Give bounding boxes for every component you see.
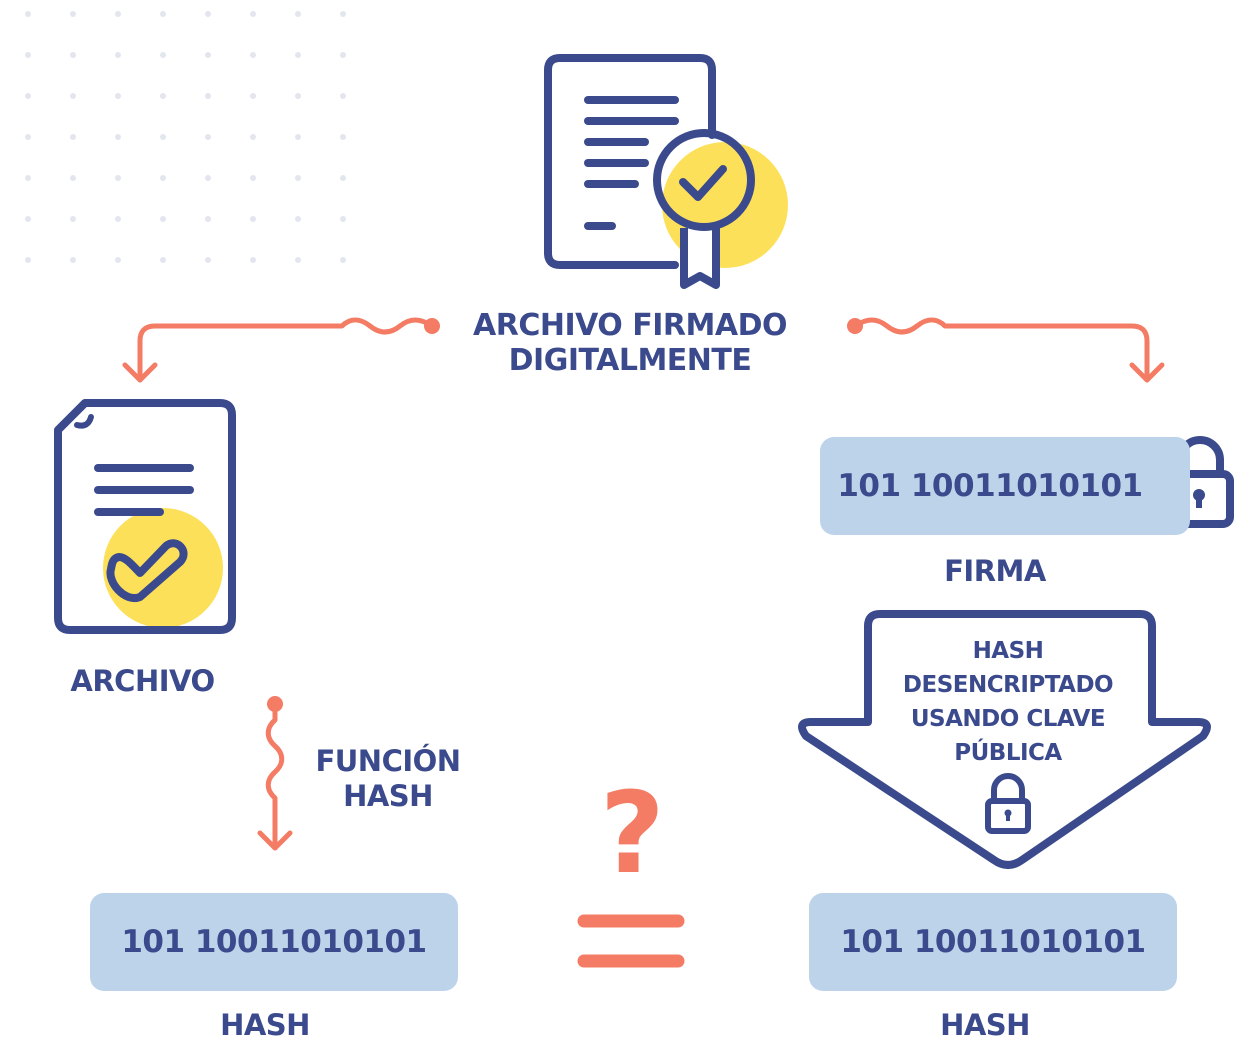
grid-dot	[25, 11, 31, 17]
grid-dot	[160, 216, 166, 222]
grid-dot	[205, 134, 211, 140]
file-document-icon	[54, 399, 236, 634]
grid-dot	[25, 175, 31, 181]
grid-dot	[115, 175, 121, 181]
grid-dot	[160, 52, 166, 58]
grid-dot	[340, 52, 346, 58]
grid-dot	[340, 175, 346, 181]
title-line-1: ARCHIVO FIRMADO	[473, 308, 787, 343]
grid-dot	[115, 134, 121, 140]
grid-dot	[205, 93, 211, 99]
right-hash-label: HASH	[940, 1008, 1030, 1041]
grid-dot	[70, 175, 76, 181]
question-mark: ?	[599, 769, 665, 899]
grid-dot	[295, 93, 301, 99]
grid-dot	[115, 257, 121, 263]
hash-function-label: FUNCIÓN HASH	[300, 744, 476, 814]
decrypt-description: HASH DESENCRIPTADO USANDO CLAVE PÚBLICA	[880, 634, 1136, 770]
grid-dot	[115, 11, 121, 17]
grid-dot	[250, 175, 256, 181]
grid-dot	[205, 216, 211, 222]
grid-dot	[250, 11, 256, 17]
grid-dot	[160, 134, 166, 140]
grid-dot	[295, 175, 301, 181]
decrypt-line-1: HASH	[972, 638, 1044, 664]
small-padlock-icon	[985, 773, 1031, 834]
grid-dot	[295, 52, 301, 58]
grid-dot	[250, 257, 256, 263]
function-line-2: HASH	[343, 779, 433, 813]
grid-dot	[295, 134, 301, 140]
grid-dot	[160, 175, 166, 181]
grid-dot	[115, 216, 121, 222]
connector-dot	[267, 696, 283, 712]
decrypt-line-3: USANDO CLAVE	[910, 706, 1106, 732]
grid-dot	[70, 93, 76, 99]
right-hash-box: 101 10011010101	[809, 893, 1177, 991]
grid-dot	[25, 93, 31, 99]
grid-dot	[70, 134, 76, 140]
grid-dot	[250, 216, 256, 222]
left-hash-label: HASH	[220, 1008, 310, 1041]
grid-dot	[340, 11, 346, 17]
signed-document-icon	[544, 54, 788, 289]
grid-dot	[160, 257, 166, 263]
decrypt-line-2: DESENCRIPTADO	[902, 672, 1114, 698]
function-line-1: FUNCIÓN	[315, 744, 461, 778]
grid-dot	[25, 52, 31, 58]
grid-dot	[295, 257, 301, 263]
grid-dot	[160, 93, 166, 99]
grid-dot	[70, 11, 76, 17]
grid-dot	[340, 257, 346, 263]
grid-dot	[250, 134, 256, 140]
signature-value-box: 101 10011010101	[820, 437, 1190, 535]
grid-dot	[115, 93, 121, 99]
grid-dot	[70, 257, 76, 263]
grid-dot	[340, 93, 346, 99]
grid-dot	[340, 134, 346, 140]
equals-sign	[577, 914, 685, 968]
grid-dot	[70, 52, 76, 58]
connector-dot	[424, 318, 440, 334]
archivo-label: ARCHIVO	[70, 664, 215, 698]
grid-dot	[295, 216, 301, 222]
grid-dot	[25, 257, 31, 263]
left-hash-box: 101 10011010101	[90, 893, 458, 991]
grid-dot	[115, 52, 121, 58]
grid-dot	[205, 257, 211, 263]
dot-grid-decoration	[25, 11, 346, 263]
grid-dot	[205, 52, 211, 58]
grid-dot	[25, 134, 31, 140]
connector-dot	[847, 318, 863, 334]
connector-lines	[122, 317, 1165, 851]
decrypt-line-4: PÚBLICA	[954, 740, 1062, 766]
signed-file-title: ARCHIVO FIRMADO DIGITALMENTE	[470, 308, 790, 378]
grid-dot	[340, 216, 346, 222]
grid-dot	[205, 175, 211, 181]
grid-dot	[160, 11, 166, 17]
grid-dot	[295, 11, 301, 17]
title-line-2: DIGITALMENTE	[508, 343, 752, 378]
grid-dot	[205, 11, 211, 17]
decrypt-arrow	[798, 610, 1211, 869]
grid-dot	[250, 52, 256, 58]
grid-dot	[25, 216, 31, 222]
signature-label: FIRMA	[944, 554, 1046, 588]
grid-dot	[250, 93, 256, 99]
grid-dot	[70, 216, 76, 222]
